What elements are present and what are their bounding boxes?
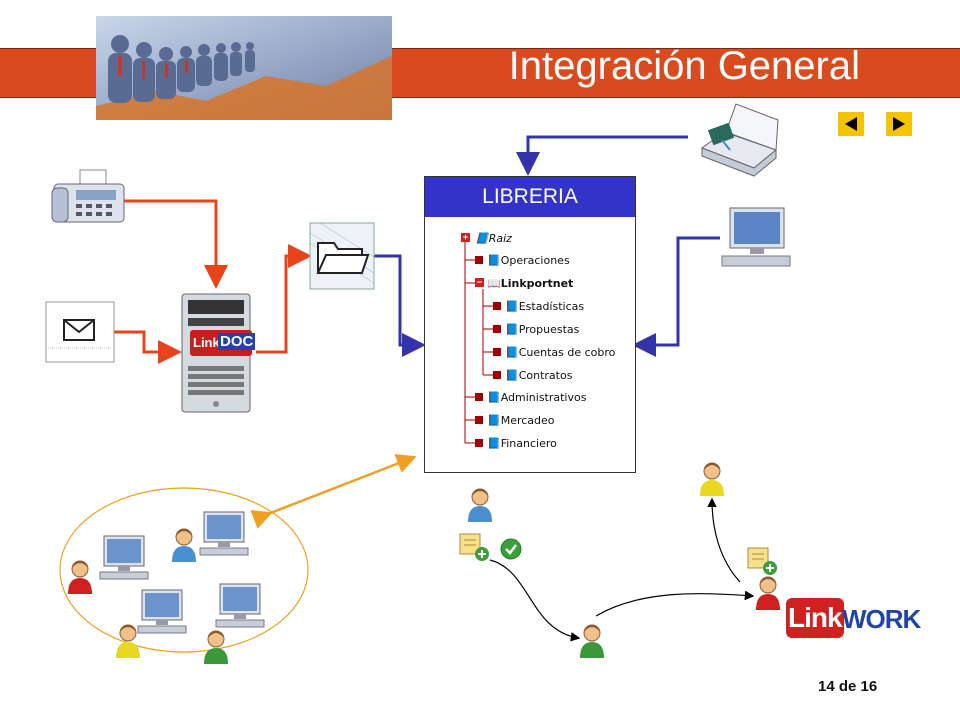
next-slide-button[interactable] [886,112,912,136]
tree-item-contratos[interactable]: 📘Contratos [505,369,573,382]
tree-item-financiero[interactable]: 📘Financiero [487,437,557,450]
tree-bullet-icon [493,371,501,379]
arrow-left-icon [845,117,857,131]
network-library-connector [250,454,417,529]
scanner-icon [700,103,779,177]
tree-item-estadisticas[interactable]: 📘Estadísticas [505,300,585,313]
linkwork-logo-part1: Link [786,598,844,638]
user-icon [203,630,229,665]
fax-icon [51,169,125,223]
tree-item-propuestas[interactable]: 📘Propuestas [505,323,580,336]
library-header: LIBRERIA [425,177,635,217]
workflow-connector-1 [489,559,581,642]
check-icon [500,538,522,560]
slide-title: Integración General [508,44,860,88]
previous-slide-button[interactable] [838,112,864,136]
monitor-icon [721,207,791,267]
workflow-connector-2 [595,590,755,617]
tree-bullet-icon [475,416,483,424]
tree-bullet-icon [493,348,501,356]
linkdoc-logo-part2: DOC [218,333,256,350]
user-icon [579,624,605,659]
document-add-icon [747,547,777,575]
tree-item-administrativos[interactable]: 📘Administrativos [487,391,587,404]
user-icon [67,560,93,595]
tree-bullet-icon [493,302,501,310]
linkwork-logo: Link WORK [786,590,921,662]
user-icon [699,462,725,497]
tree-bullet-icon [475,393,483,401]
user-icon [171,528,197,563]
mail-to-server-connector [114,330,182,364]
monitor-to-library-connector [632,236,720,357]
linkdoc-logo-part1: Link [193,335,220,350]
folder-to-library-connector [374,254,426,357]
document-add-icon [459,533,489,561]
tree-collapse-icon[interactable]: − [475,277,484,287]
banner-image [96,16,392,120]
linkdoc-logo: Link DOC [190,330,256,356]
arrow-right-icon [893,117,905,131]
workflow-connector-3 [707,497,741,583]
tree-expand-icon[interactable]: + [461,232,470,242]
envelope-icon [45,301,115,363]
scanner-to-library-connector [516,135,688,176]
user-icon [115,624,141,659]
tree-item-root[interactable]: 📘Raiz [475,232,512,245]
tree-lines [464,241,493,444]
tree-item-operaciones[interactable]: 📘Operaciones [487,254,570,267]
tree-item-linkportnet[interactable]: 📖Linkportnet [487,277,574,290]
linkwork-logo-part2: WORK [842,604,921,634]
network-group-circle [59,487,309,653]
user-icon [755,576,781,611]
tree-item-cuentas-de-cobro[interactable]: 📘Cuentas de cobro [505,346,616,359]
tree-bullet-icon [493,325,501,333]
tree-item-mercadeo[interactable]: 📘Mercadeo [487,414,555,427]
folder-icon [309,222,375,290]
fax-to-server-connector [124,199,228,289]
page-number: 14 de 16 [818,678,878,695]
server-to-folder-connector [256,244,312,354]
library-panel: LIBRERIA + 📘Raiz 📘Operaciones − 📖Linkpor… [424,176,636,473]
tree-bullet-icon [475,256,483,264]
user-icon [467,488,493,523]
tree-bullet-icon [475,439,483,447]
